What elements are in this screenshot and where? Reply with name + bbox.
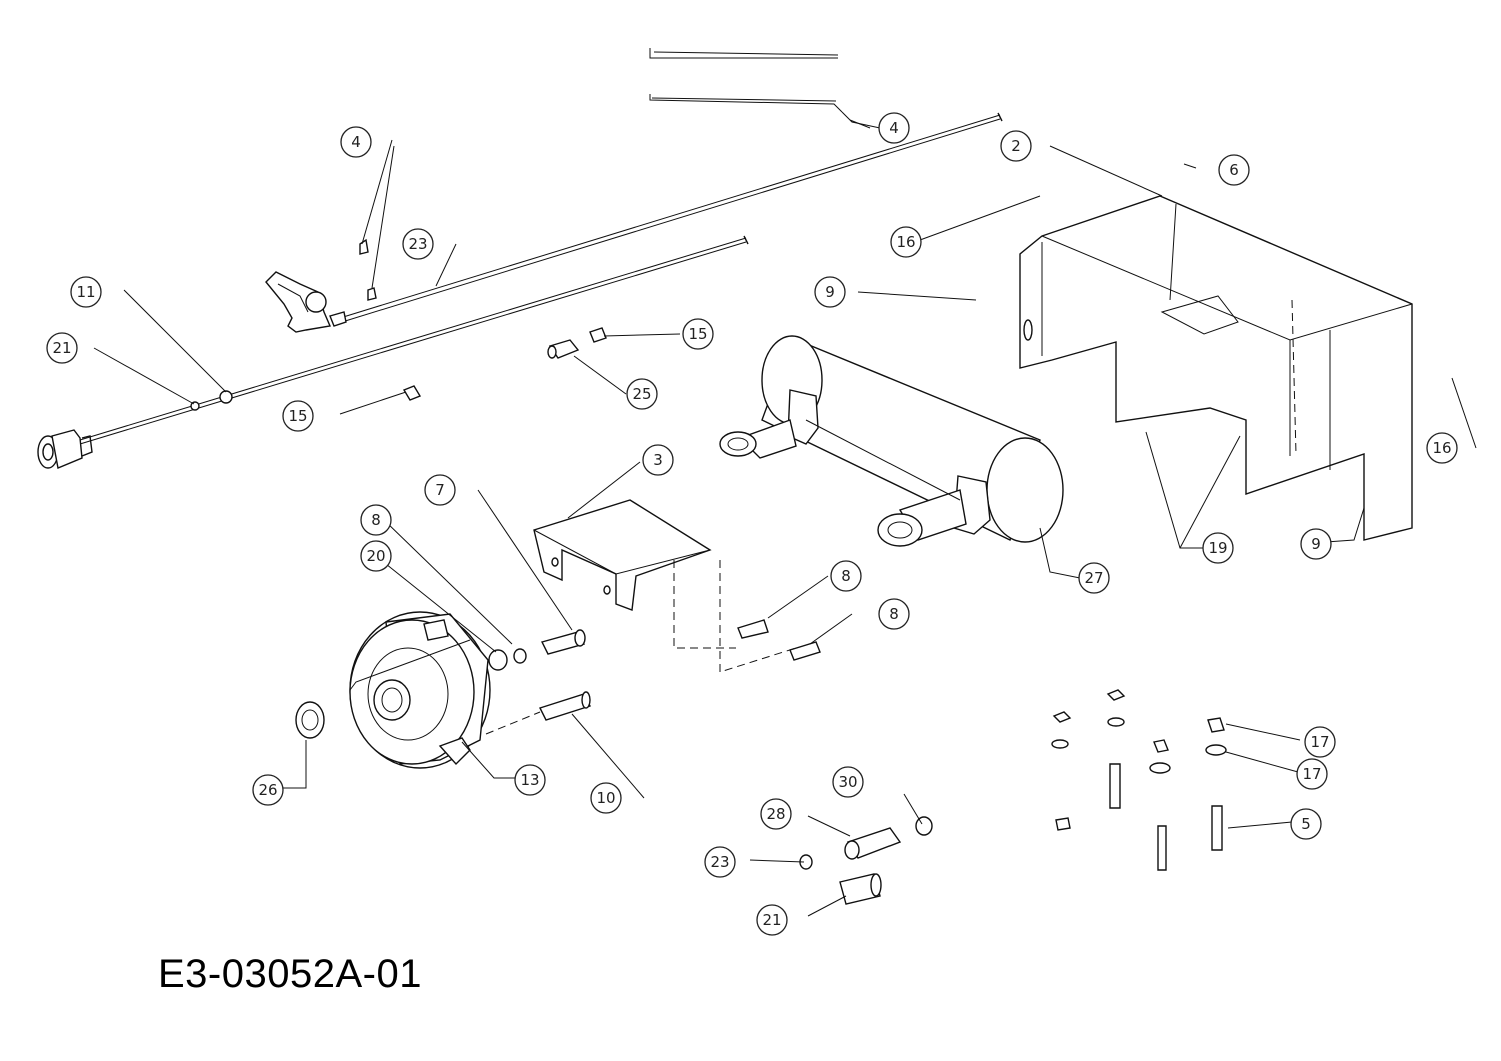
callout-2: 2 <box>1000 130 1032 162</box>
callout-8c-label: 8 <box>889 605 899 623</box>
callout-16a: 16 <box>890 226 922 258</box>
callout-21a-label: 21 <box>52 339 71 357</box>
callout-17b-label: 17 <box>1302 765 1321 783</box>
callout-23a: 23 <box>402 228 434 260</box>
heat-shield <box>533 499 797 673</box>
callout-17b: 17 <box>1296 758 1328 790</box>
callout-23b-label: 23 <box>710 853 729 871</box>
leader-lines <box>93 119 1477 917</box>
callout-7-label: 7 <box>435 481 445 499</box>
callout-7: 7 <box>424 474 456 506</box>
callout-27: 27 <box>1078 562 1110 594</box>
center-small-parts <box>402 327 607 401</box>
callout-11: 11 <box>70 276 102 308</box>
callout-21b-label: 21 <box>762 911 781 929</box>
callout-19-label: 19 <box>1208 539 1227 557</box>
callout-2-label: 2 <box>1011 137 1021 155</box>
callout-30: 30 <box>832 766 864 798</box>
callout-9a-label: 9 <box>825 283 835 301</box>
callout-25-label: 25 <box>632 385 651 403</box>
callout-26-label: 26 <box>258 781 277 799</box>
callout-30-label: 30 <box>838 773 857 791</box>
callout-25: 25 <box>626 378 658 410</box>
callout-3-label: 3 <box>653 451 663 469</box>
callout-28: 28 <box>760 798 792 830</box>
choke-knob <box>37 390 233 469</box>
callout-8a: 8 <box>360 504 392 536</box>
callout-8c: 8 <box>878 598 910 630</box>
callout-5-label: 5 <box>1301 815 1311 833</box>
callout-20-label: 20 <box>366 547 385 565</box>
callout-16b-label: 16 <box>1432 439 1451 457</box>
callout-15b-label: 15 <box>688 325 707 343</box>
callouts: 4 4 2 6 16 9 23 11 21 15 15 25 3 7 8 20 … <box>46 112 1458 936</box>
callout-17a-label: 17 <box>1310 733 1329 751</box>
callout-28-label: 28 <box>766 805 785 823</box>
callout-11-label: 11 <box>76 283 95 301</box>
callout-13-label: 13 <box>520 771 539 789</box>
callout-4a-label: 4 <box>351 133 361 151</box>
callout-6: 6 <box>1218 154 1250 186</box>
callout-16b: 16 <box>1426 432 1458 464</box>
muffler-guard <box>1019 195 1413 541</box>
callout-4b-label: 4 <box>889 119 899 137</box>
callout-13: 13 <box>514 764 546 796</box>
callout-23a-label: 23 <box>408 235 427 253</box>
pto-clutch <box>295 611 591 769</box>
callout-15a: 15 <box>282 400 314 432</box>
callout-6-label: 6 <box>1229 161 1239 179</box>
throttle-lever <box>265 238 377 333</box>
diagram-code: E3-03052A-01 <box>158 952 422 996</box>
callout-20: 20 <box>360 540 392 572</box>
callout-10-label: 10 <box>596 789 615 807</box>
callout-16a-label: 16 <box>896 233 915 251</box>
callout-15b: 15 <box>682 318 714 350</box>
callout-5: 5 <box>1290 808 1322 840</box>
throttle-rods <box>649 48 881 129</box>
callout-27-label: 27 <box>1084 569 1103 587</box>
callout-10: 10 <box>590 782 622 814</box>
callout-19: 19 <box>1202 532 1234 564</box>
callout-9b: 9 <box>1300 528 1332 560</box>
callout-8a-label: 8 <box>371 511 381 529</box>
callout-4b: 4 <box>878 112 910 144</box>
muffler <box>719 335 1064 547</box>
callout-4a: 4 <box>340 126 372 158</box>
callout-17a: 17 <box>1304 726 1336 758</box>
callout-8b: 8 <box>830 560 862 592</box>
callout-3: 3 <box>642 444 674 476</box>
fitting-parts <box>799 816 933 905</box>
callout-23b: 23 <box>704 846 736 878</box>
callout-21b: 21 <box>756 904 788 936</box>
callout-21a: 21 <box>46 332 78 364</box>
callout-15a-label: 15 <box>288 407 307 425</box>
callout-9a: 9 <box>814 276 846 308</box>
callout-26: 26 <box>252 774 284 806</box>
callout-9b-label: 9 <box>1311 535 1321 553</box>
callout-8b-label: 8 <box>841 567 851 585</box>
bolts-8 <box>737 619 821 661</box>
hardware-group <box>1051 689 1227 871</box>
